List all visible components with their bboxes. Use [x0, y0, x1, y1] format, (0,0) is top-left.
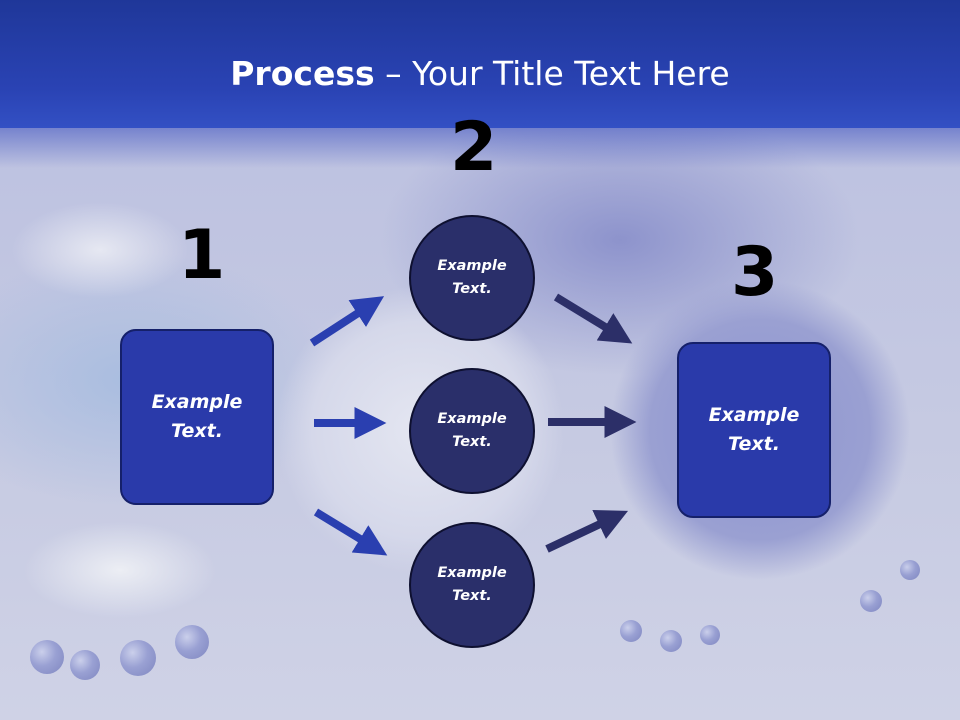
bead — [860, 590, 882, 612]
circle-label: Example Text. — [437, 411, 507, 450]
circle-label: Example Text. — [437, 258, 507, 297]
step-1-label: Example Text. — [151, 391, 243, 442]
bead — [30, 640, 64, 674]
step-2-circle-top: Example Text. — [409, 215, 535, 341]
step-2-circle-bottom: Example Text. — [409, 522, 535, 648]
arrow-from-bottom-circle — [545, 510, 629, 553]
bead — [175, 625, 209, 659]
bead — [620, 620, 642, 642]
title-bar-fade — [0, 128, 960, 168]
bead — [900, 560, 920, 580]
step-number-2: 2 — [450, 108, 498, 187]
bead — [700, 625, 720, 645]
title-bold: Process — [230, 54, 375, 93]
bead — [660, 630, 682, 652]
title-bar — [0, 0, 960, 128]
step-2-circle-middle: Example Text. — [409, 368, 535, 494]
arrow-to-bottom-circle — [313, 508, 388, 556]
step-3-label: Example Text. — [708, 404, 800, 455]
step-number-1: 1 — [178, 216, 226, 295]
step-3-box: Example Text. — [677, 342, 831, 518]
arrow-to-top-circle — [309, 296, 385, 347]
slide-title: Process – Your Title Text Here — [0, 52, 960, 96]
arrow-from-top-circle — [553, 293, 633, 344]
step-number-3: 3 — [731, 233, 779, 312]
circle-label: Example Text. — [437, 565, 507, 604]
bead — [120, 640, 156, 676]
bead — [70, 650, 100, 680]
title-rest: – Your Title Text Here — [374, 54, 730, 93]
step-1-box: Example Text. — [120, 329, 274, 505]
